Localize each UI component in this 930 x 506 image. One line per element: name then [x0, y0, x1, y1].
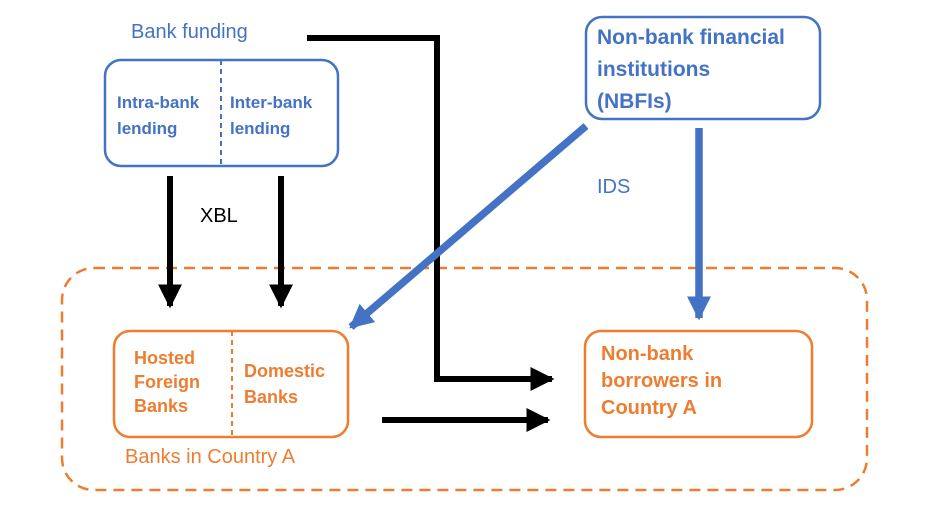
- hosted-foreign-banks-label: Hosted Foreign Banks: [134, 348, 200, 416]
- nbfi-label: Non-bank financial institutions (NBFIs): [597, 26, 785, 113]
- bank-funding-direct-arrow: [307, 35, 555, 391]
- borrowers-box: [583, 329, 814, 439]
- country-a-region: [60, 266, 869, 492]
- non-bank-borrowers-label: Non-bank borrowers in Country A: [601, 343, 723, 419]
- xbl-label: XBL: [200, 205, 238, 227]
- domestic-banks-label: Domestic Banks: [244, 361, 326, 407]
- nbfi-box: [584, 15, 822, 121]
- intra-bank-lending-label: Intra-bank lending: [117, 93, 200, 138]
- nbfi-to-banks-arrow: [348, 123, 589, 330]
- ids-label: IDS: [597, 176, 631, 198]
- bank-funding-title: Bank funding: [131, 21, 248, 43]
- banks-in-country-a-label: Banks in Country A: [125, 446, 296, 468]
- inter-bank-lending-label: Inter-bank lending: [230, 93, 313, 138]
